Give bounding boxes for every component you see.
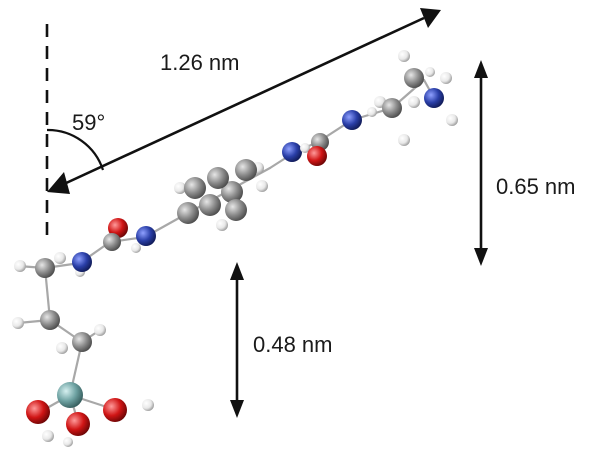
oxygen-atom	[26, 400, 50, 424]
nitrogen-atom	[282, 142, 302, 162]
silicon-atom	[57, 382, 83, 408]
hydrogen-atom	[14, 260, 26, 272]
carbon-atom	[72, 332, 92, 352]
hydrogen-atom	[256, 180, 268, 192]
hydrogen-atom	[216, 219, 228, 231]
nitrogen-atom	[424, 88, 444, 108]
hydrogen-atom	[440, 72, 452, 84]
length-label: 1.26 nm	[160, 50, 240, 75]
carbon-atom	[177, 202, 199, 224]
hydrogen-atom	[425, 67, 435, 77]
nitrogen-atom	[136, 226, 156, 246]
hydrogen-atom	[300, 143, 310, 153]
carbon-atom	[221, 181, 243, 203]
urea-group-lower	[72, 218, 156, 277]
hydrogen-atom	[94, 324, 106, 336]
carbon-atom	[103, 233, 121, 251]
length-arrow	[47, 8, 441, 194]
silane-head	[26, 382, 154, 447]
urea-group-upper	[282, 107, 377, 166]
hydrogen-atom	[398, 50, 410, 62]
carbon-atom	[225, 199, 247, 221]
height-lower-arrow	[230, 262, 244, 418]
carbon-atom	[235, 159, 257, 181]
aminoethyl-tail	[374, 50, 458, 146]
carbon-atom	[404, 68, 424, 88]
height-lower-label: 0.48 nm	[253, 332, 333, 357]
nitrogen-atom	[342, 110, 362, 130]
angle-arc	[46, 128, 105, 171]
carbon-atom	[382, 98, 402, 118]
oxygen-atom	[103, 398, 127, 422]
oxygen-atom	[307, 146, 327, 166]
carbon-atom	[35, 258, 55, 278]
hydrogen-atom	[174, 182, 186, 194]
oxygen-atom	[108, 218, 128, 238]
hydrogen-atom	[131, 243, 141, 253]
hydrogen-atom	[408, 96, 420, 108]
hydrogen-atom	[398, 134, 410, 146]
hydrogen-atom	[446, 114, 458, 126]
height-upper-arrow	[474, 60, 488, 266]
hydrogen-atom	[56, 342, 68, 354]
height-upper-label: 0.65 nm	[496, 174, 576, 199]
hydrogen-atom	[142, 399, 154, 411]
oxygen-atom	[66, 412, 90, 436]
benzene-ring	[174, 159, 268, 231]
hydrogen-atom	[42, 430, 54, 442]
nitrogen-atom	[72, 252, 92, 272]
hydrogen-atom	[12, 317, 24, 329]
propyl-chain	[12, 252, 106, 354]
hydrogen-atom	[54, 252, 66, 264]
carbon-atom	[207, 167, 229, 189]
carbon-atom	[199, 194, 221, 216]
angle-label: 59°	[72, 110, 105, 135]
hydrogen-atom	[367, 107, 377, 117]
carbon-atom	[40, 310, 60, 330]
carbon-atom	[184, 177, 206, 199]
hydrogen-atom	[63, 437, 73, 447]
